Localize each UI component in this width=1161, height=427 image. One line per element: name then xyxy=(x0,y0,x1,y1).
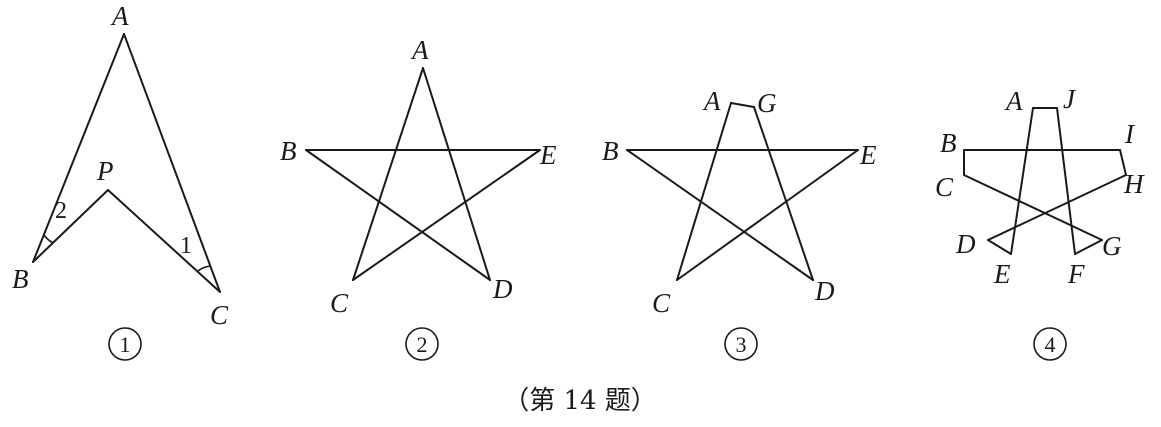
angle-label-1: 1 xyxy=(180,233,192,259)
figure-4: A J B I C H D G E F 4 xyxy=(935,84,1145,361)
segment-GF xyxy=(1074,239,1103,255)
point-label-D: D xyxy=(492,274,513,304)
figure-number-circle-1 xyxy=(108,327,142,361)
figure-number-2: 2 xyxy=(417,332,428,357)
segment-EC xyxy=(352,149,541,281)
point-label-E: E xyxy=(859,140,877,170)
figure-number-1: 1 xyxy=(120,332,131,357)
point-label-D: D xyxy=(955,229,976,259)
point-label-C: C xyxy=(210,300,229,330)
figure-number-3: 3 xyxy=(736,332,747,357)
segment-BP xyxy=(32,189,109,263)
figure-number-circle-3 xyxy=(724,327,758,361)
point-label-B: B xyxy=(602,136,619,166)
angle-1-arc xyxy=(197,265,212,272)
figure-caption: （第 14 题） xyxy=(503,386,657,416)
point-label-J: J xyxy=(1063,84,1077,114)
segment-HD xyxy=(987,174,1127,241)
figure-3: A G B E C D 3 xyxy=(602,86,877,361)
point-label-C: C xyxy=(330,288,349,318)
segment-JF xyxy=(1056,107,1076,255)
segment-AG xyxy=(730,102,755,108)
segment-PC xyxy=(107,189,221,293)
angle-2-arc xyxy=(43,234,54,244)
segment-AB xyxy=(32,33,125,263)
figure-1: A P B C 2 1 1 xyxy=(12,1,229,361)
segment-GD xyxy=(753,106,814,281)
segment-AE xyxy=(1010,107,1034,255)
point-label-E: E xyxy=(539,140,557,170)
segment-EC xyxy=(676,149,859,281)
point-label-H: H xyxy=(1123,169,1145,199)
figure-number-circle-4 xyxy=(1033,327,1067,361)
point-label-F: F xyxy=(1067,259,1085,289)
segment-CG xyxy=(963,174,1103,241)
point-label-C: C xyxy=(652,288,671,318)
point-label-P: P xyxy=(96,156,114,186)
segment-AC xyxy=(676,102,732,281)
point-label-B: B xyxy=(940,128,957,158)
segment-BD xyxy=(626,149,814,281)
point-label-G: G xyxy=(757,88,777,118)
point-label-E: E xyxy=(993,259,1011,289)
segment-BD xyxy=(305,149,491,281)
point-label-B: B xyxy=(12,264,29,294)
point-label-B: B xyxy=(280,136,297,166)
segment-IH xyxy=(1119,149,1127,176)
figure-number-circle-2 xyxy=(405,327,439,361)
point-label-A: A xyxy=(110,1,129,31)
segment-AC xyxy=(352,67,424,281)
segment-AC xyxy=(123,33,221,293)
figure-2: A B E C D 2 xyxy=(280,35,557,361)
point-label-G: G xyxy=(1102,231,1122,261)
point-label-A: A xyxy=(410,35,429,65)
point-label-I: I xyxy=(1124,119,1136,149)
figure-number-4: 4 xyxy=(1045,332,1056,357)
angle-label-2: 2 xyxy=(55,198,67,224)
point-label-D: D xyxy=(814,276,835,306)
segment-AD xyxy=(422,67,491,281)
segment-DE xyxy=(987,239,1012,255)
point-label-A: A xyxy=(1004,86,1023,116)
point-label-A: A xyxy=(702,86,721,116)
point-label-C: C xyxy=(935,172,954,202)
